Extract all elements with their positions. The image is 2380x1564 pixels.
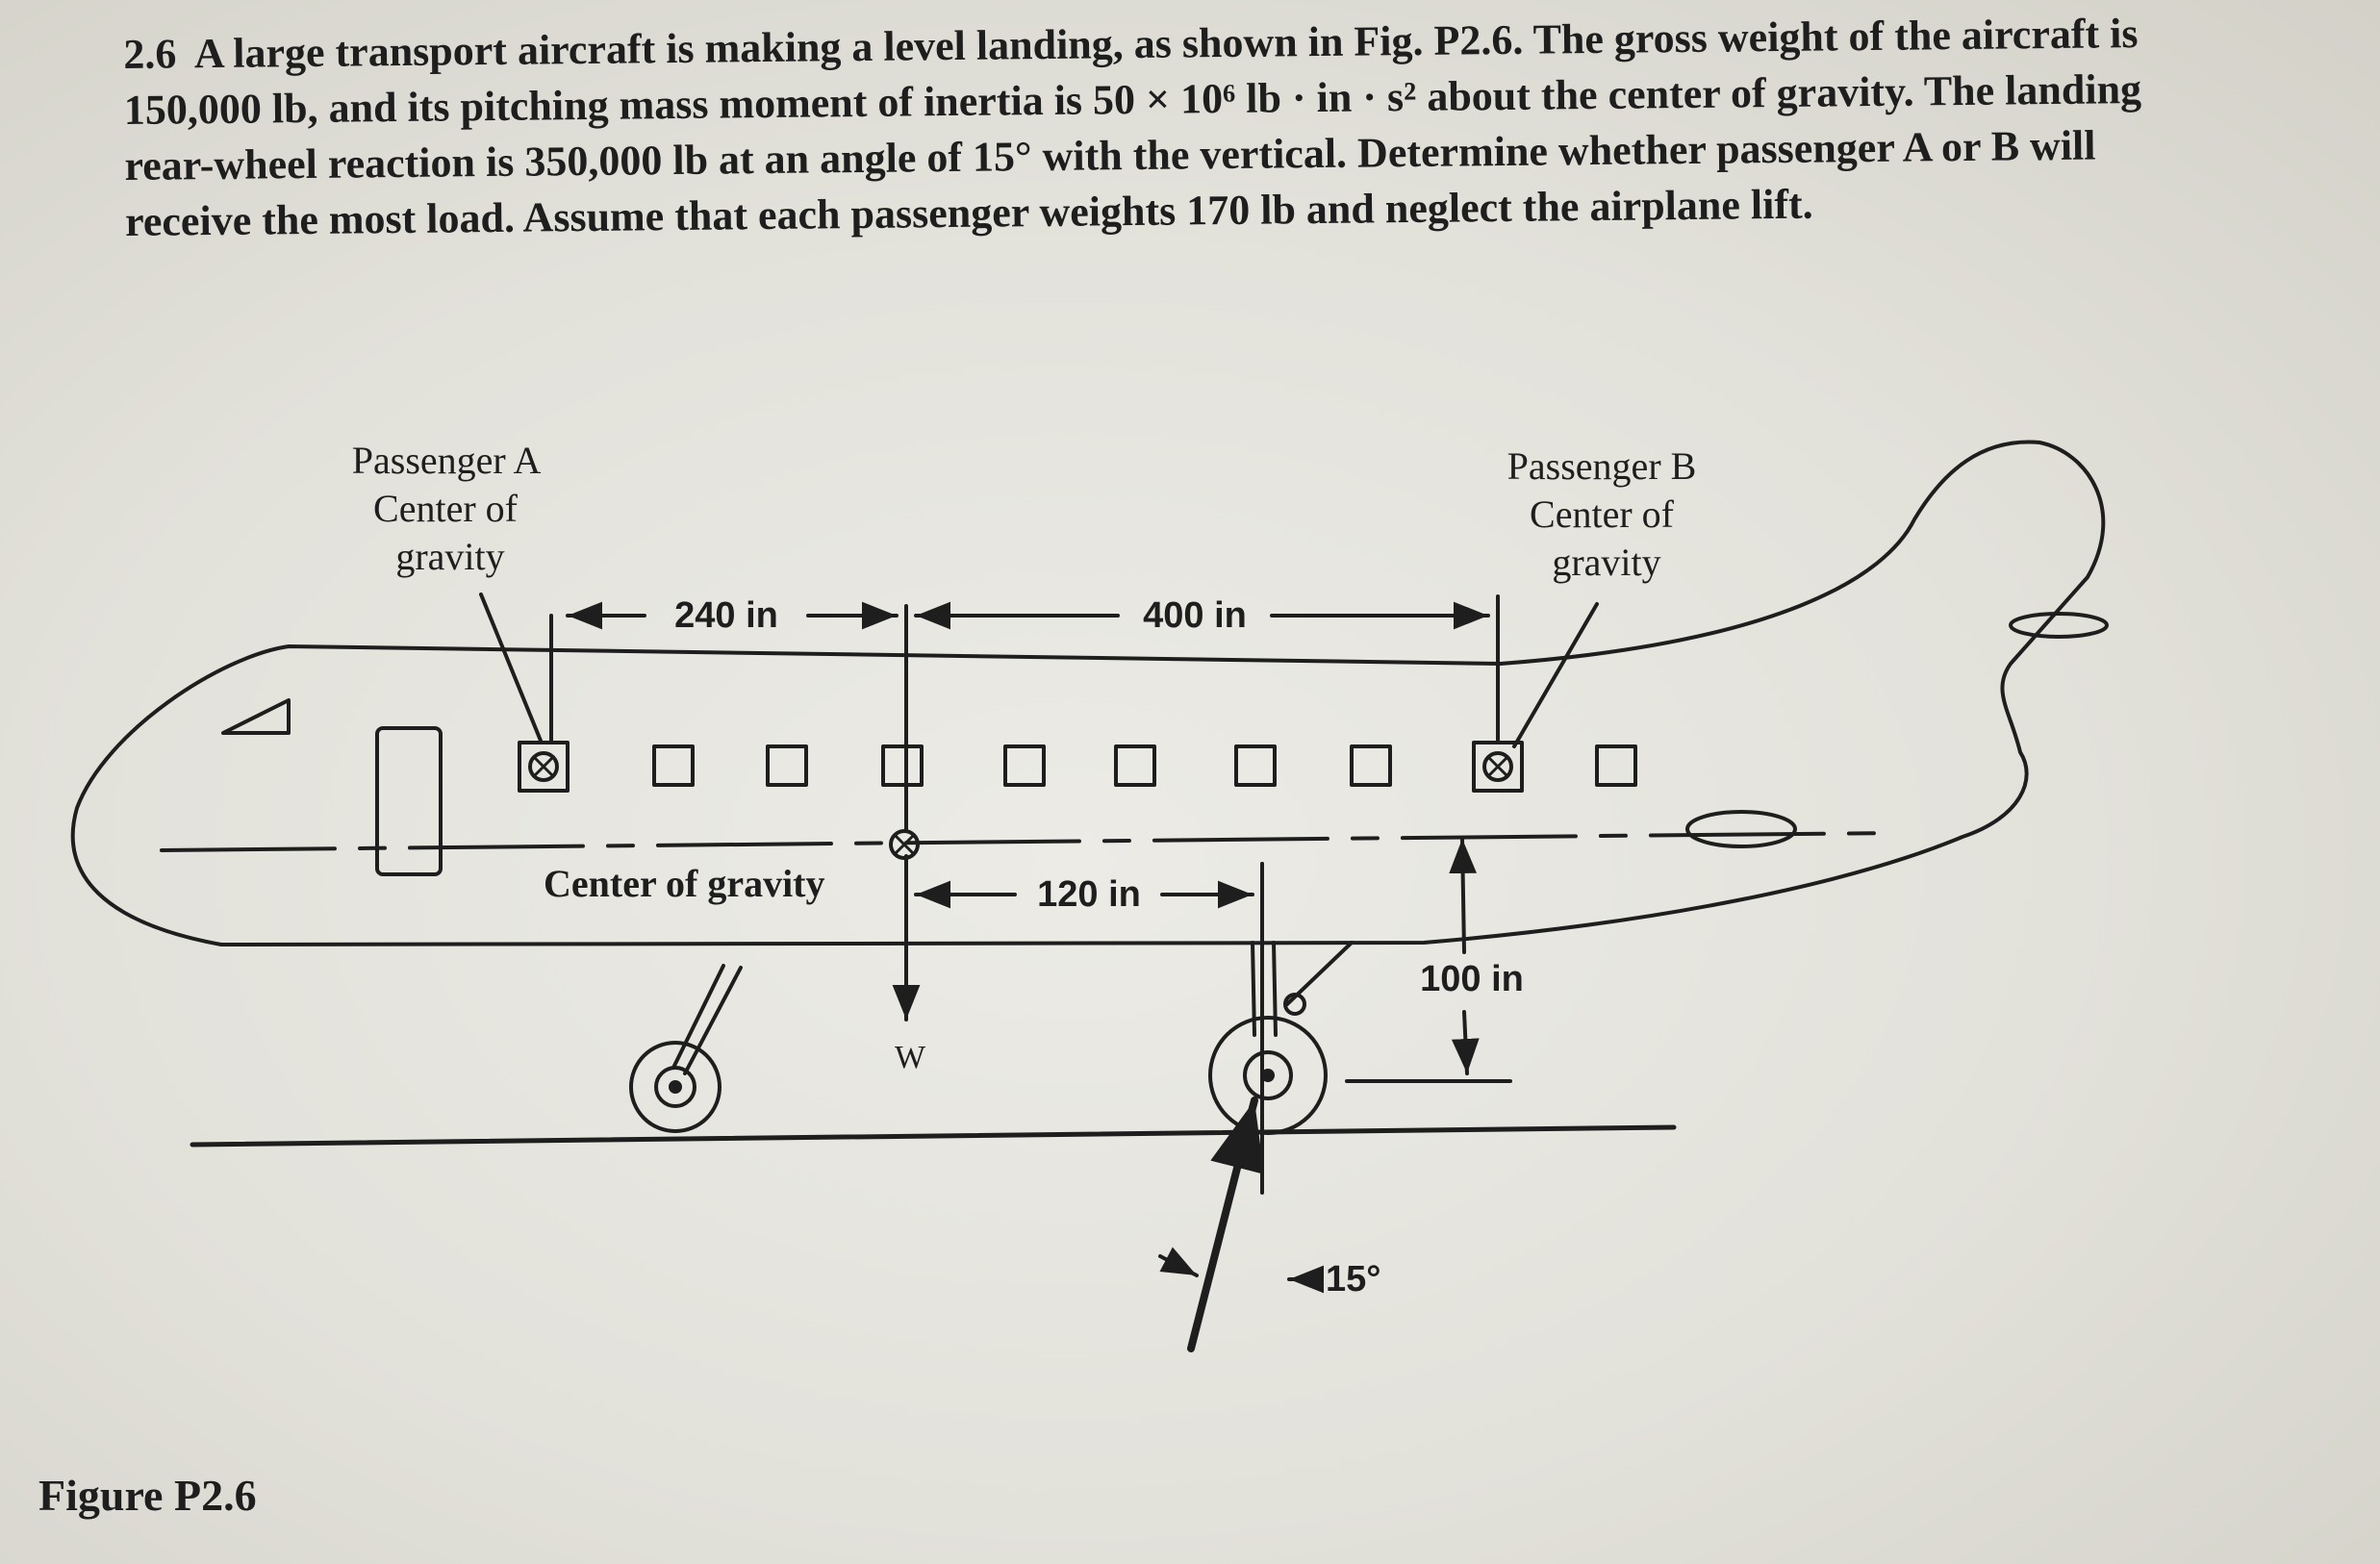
door xyxy=(375,726,443,876)
passenger-a-label: Passenger A Center of gravity xyxy=(352,439,548,578)
passenger-a-leader xyxy=(479,593,543,743)
dimension-400: 400 in xyxy=(1143,595,1247,636)
dimension-100: 100 in xyxy=(1420,959,1524,999)
window xyxy=(1350,744,1392,787)
figure-caption: Figure P2.6 xyxy=(38,1471,257,1520)
window xyxy=(766,744,808,787)
passenger-b-label: Passenger B Center of gravity xyxy=(1507,444,1707,584)
engine-nacelle xyxy=(1685,810,1797,848)
tail-stabilizer xyxy=(2009,612,2109,639)
window xyxy=(1114,744,1156,787)
rear-wheel-reaction-arrow xyxy=(1187,1097,1265,1352)
cg-label: Center of gravity xyxy=(544,862,825,905)
reference-line xyxy=(160,831,1897,852)
weight-label: W xyxy=(895,1040,926,1075)
front-landing-gear xyxy=(629,964,743,1133)
window xyxy=(1595,744,1637,787)
window xyxy=(1234,744,1277,787)
dimension-120: 120 in xyxy=(1037,874,1141,915)
cockpit-window xyxy=(221,698,291,735)
angle-label: 15° xyxy=(1326,1259,1380,1299)
dimension-240: 240 in xyxy=(674,595,778,636)
window xyxy=(1003,744,1046,787)
passenger-a-marker xyxy=(518,741,570,793)
ground-line xyxy=(190,1124,1677,1148)
rear-landing-gear xyxy=(1208,941,1354,1135)
window xyxy=(881,744,924,787)
window xyxy=(652,744,695,787)
passenger-b-leader xyxy=(1512,602,1599,748)
fuselage-outline xyxy=(70,440,2106,946)
